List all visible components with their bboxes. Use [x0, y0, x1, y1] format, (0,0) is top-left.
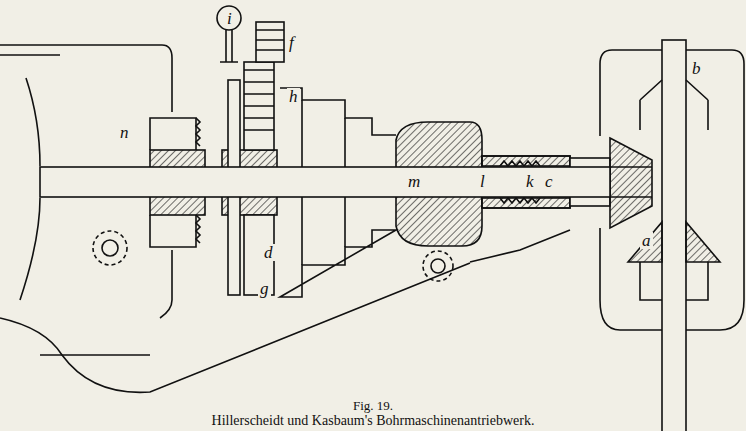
callout-letter: g	[258, 280, 271, 297]
callout-letter: a	[640, 232, 653, 249]
callout-letter: d	[262, 244, 275, 261]
callout-letter: c	[543, 173, 555, 190]
figure-number: Fig. 19.	[353, 399, 393, 412]
callout-letter: l	[478, 173, 487, 190]
callout-letter: k	[524, 173, 536, 190]
figure-caption: Hillerscheidt und Kasbaum's Bohrmaschine…	[212, 414, 535, 428]
callout-letter: m	[406, 173, 422, 190]
callout-letter: n	[118, 124, 131, 141]
callout-letter: b	[690, 60, 703, 77]
callout-letter: f	[287, 34, 296, 51]
callout-letter: i	[225, 10, 234, 27]
callout-letter: h	[287, 88, 300, 105]
